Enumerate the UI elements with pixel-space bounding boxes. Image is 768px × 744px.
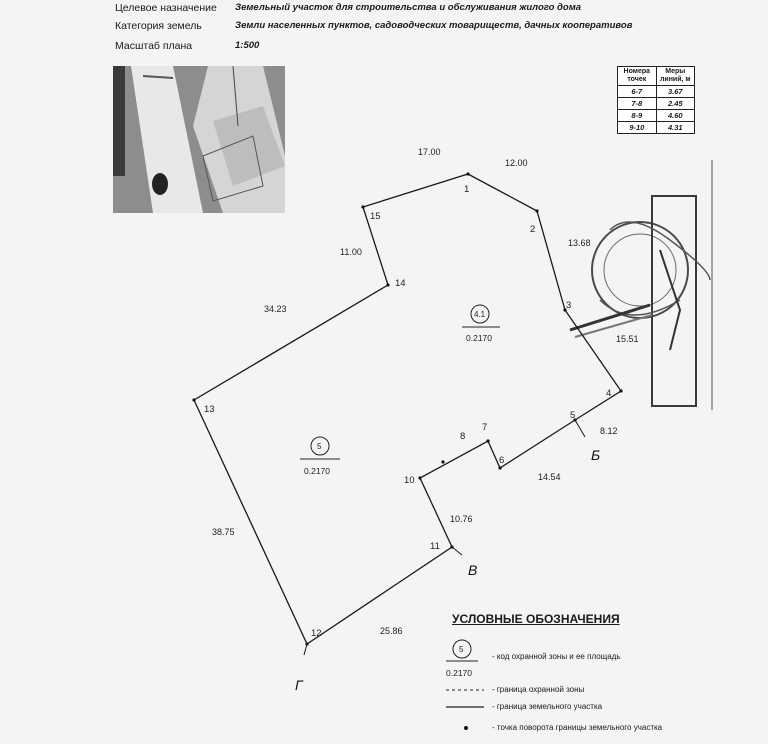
length-label: 10.76 — [450, 514, 473, 524]
table-row: 9-10 4.31 — [617, 121, 696, 134]
length-label: 15.51 — [616, 334, 639, 344]
header-key: Целевое назначение — [115, 2, 217, 14]
point-label: 6 — [499, 455, 504, 466]
zone-area: 0.2170 — [304, 466, 330, 476]
legend-title: УСЛОВНЫЕ ОБОЗНАЧЕНИЯ — [452, 612, 620, 626]
turning-point — [466, 172, 470, 176]
table-cell: 2.45 — [655, 97, 696, 110]
legend-point-dot — [464, 726, 468, 730]
turning-point — [619, 389, 623, 393]
length-label: 13.68 — [568, 238, 591, 248]
header-value: Земли населенных пунктов, садоводческих … — [235, 20, 633, 31]
turning-point — [441, 460, 445, 464]
legend-item: - точка поворота границы земельного учас… — [492, 723, 663, 732]
point-label: 3 — [566, 300, 571, 311]
length-label: 12.00 — [505, 158, 528, 168]
legend-item: - граница земельного участка — [492, 702, 603, 711]
legend-symbols: 5 0.2170 — [446, 639, 484, 730]
header-key: Масштаб плана — [115, 40, 193, 52]
turning-points — [192, 172, 623, 646]
zone-area: 0.2170 — [466, 333, 492, 343]
legend-item: - код охранной зоны и ее площадь — [492, 652, 621, 661]
turning-point — [305, 642, 309, 646]
aerial-photo — [113, 66, 285, 213]
turning-point — [450, 545, 454, 549]
point-label: 14 — [395, 278, 406, 289]
corner-letter: В — [468, 562, 477, 578]
table-cell: 4.31 — [655, 121, 696, 134]
measure-table: Номера точек Меры линий, м 6-7 3.67 7-8 … — [617, 66, 696, 134]
header-value: Земельный участок для строительства и об… — [235, 2, 582, 13]
legend-zone-circle — [452, 639, 472, 659]
point-label: 10 — [404, 475, 415, 486]
point-label: 15 — [370, 211, 381, 222]
turning-point — [192, 398, 196, 402]
length-label: 11.00 — [340, 247, 362, 257]
header-key: Категория земель — [115, 20, 202, 32]
zone-code: 4.1 — [474, 310, 486, 319]
header-value: 1:500 — [235, 40, 260, 51]
point-label: 4 — [606, 388, 611, 399]
point-label: 1 — [464, 184, 469, 195]
turning-point — [573, 418, 577, 422]
point-label: 13 — [204, 404, 215, 415]
zone-marker-41: 4.1 0.2170 — [462, 304, 500, 343]
point-label: 11 — [430, 541, 440, 552]
parcel-boundary — [193, 173, 622, 645]
zone-code: 5 — [317, 442, 322, 451]
table-row: 6-7 3.67 — [617, 85, 696, 98]
turning-point — [486, 439, 490, 443]
zone-marker-5: 5 0.2170 — [300, 436, 340, 476]
aerial-inset-map — [113, 66, 285, 213]
turning-point — [361, 205, 365, 209]
length-label: 25.86 — [380, 626, 403, 636]
turning-point — [498, 466, 502, 470]
boundary-extension — [574, 419, 586, 438]
turning-point — [418, 476, 422, 480]
legend-zone-code: 5 — [459, 645, 464, 654]
legend-item: - граница охранной зоны — [492, 685, 585, 694]
turning-point — [535, 209, 539, 213]
stamp-seal — [569, 160, 713, 410]
point-label: 12 — [311, 628, 322, 639]
legend-zone-area: 0.2170 — [446, 668, 472, 678]
length-label: 38.75 — [212, 527, 235, 537]
point-label: 8 — [460, 431, 465, 442]
turning-point — [386, 283, 390, 287]
length-label: 17.00 — [418, 147, 441, 157]
boundary-extension — [303, 643, 308, 656]
boundary-extension — [451, 546, 463, 556]
length-label: 8.12 — [600, 426, 618, 436]
length-label: 14.54 — [538, 472, 561, 482]
point-label: 5 — [570, 410, 575, 421]
turning-point — [563, 308, 567, 312]
corner-letter: Г — [295, 677, 304, 693]
point-label: 7 — [482, 422, 487, 433]
corner-letter: Б — [591, 447, 600, 463]
point-label: 2 — [530, 224, 535, 235]
length-label: 34.23 — [264, 304, 287, 314]
